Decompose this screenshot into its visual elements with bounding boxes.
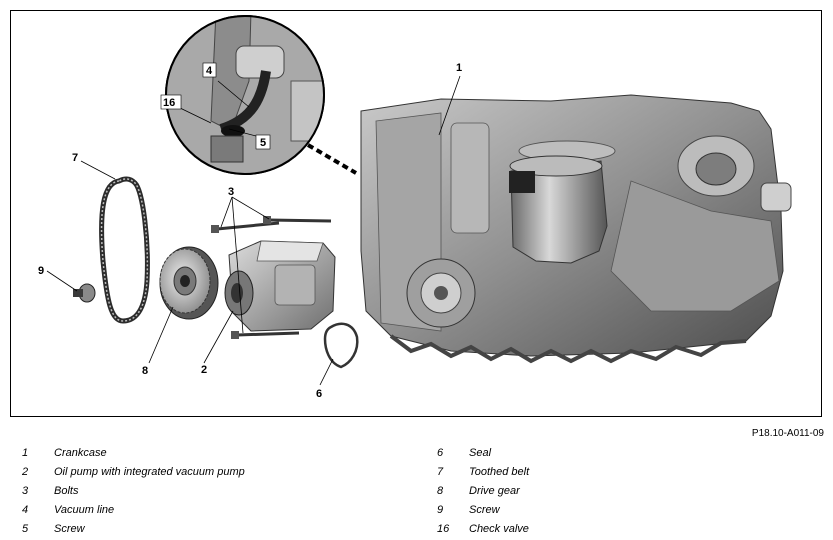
legend-item-label: Screw	[54, 523, 85, 535]
callout-9: 9	[38, 265, 44, 277]
legend-item: 5 Screw	[22, 520, 245, 539]
legend: 1 Crankcase 2 Oil pump with integrated vac…	[22, 444, 822, 536]
legend-item: 16 Check valve	[437, 520, 529, 539]
legend-item: 8 Drive gear	[437, 482, 529, 501]
legend-item: 3 Bolts	[22, 482, 245, 501]
callout-16: 16	[163, 97, 175, 109]
callout-2: 2	[201, 364, 207, 376]
legend-item-label: Toothed belt	[469, 466, 530, 478]
legend-item-number: 3	[22, 485, 29, 497]
legend-item-label: Oil pump with integrated vacuum pump	[54, 466, 245, 478]
legend-item-number: 5	[22, 523, 29, 535]
legend-column-right: 6 Seal 7 Toothed belt 8 Drive gear 9 Screw 1…	[437, 444, 529, 539]
exploded-view-illustration: 1 2 3 4 5 6 7 8 9 16	[38, 15, 792, 400]
legend-item-label: Vacuum line	[54, 504, 115, 516]
toothed-belt-illustration	[99, 176, 150, 324]
legend-item: 2 Oil pump with integrated vacuum pump	[22, 463, 245, 482]
detail-inset	[165, 15, 325, 175]
figure-id: P18.10-A011-09	[751, 428, 824, 439]
callout-8: 8	[142, 365, 148, 377]
callout-labels: 1 2 3 4 5 6 7 8 9 16	[38, 62, 462, 400]
callout-4: 4	[206, 65, 213, 77]
legend-item: 7 Toothed belt	[437, 463, 529, 482]
callout-5: 5	[260, 137, 266, 149]
callout-1: 1	[456, 62, 462, 74]
legend-item-number: 2	[22, 466, 29, 478]
bolts-illustration	[211, 216, 332, 339]
drive-gear-illustration	[159, 246, 219, 320]
callout-3: 3	[228, 186, 234, 198]
legend-item-number: 16	[437, 523, 450, 535]
oil-filter-housing	[509, 155, 608, 264]
screw-illustration	[73, 283, 96, 303]
legend-item-number: 7	[437, 466, 444, 478]
leader-lines	[46, 75, 461, 386]
legend-item-number: 1	[22, 447, 29, 459]
seal-illustration	[323, 322, 359, 369]
inset-leader-line	[306, 143, 358, 175]
legend-item-label: Check valve	[469, 523, 529, 535]
diagram-frame: 1 2 3 4 5 6 7 8 9 16	[10, 10, 822, 417]
legend-item-label: Screw	[469, 504, 500, 516]
legend-item: 1 Crankcase	[22, 444, 245, 463]
legend-item-label: Drive gear	[469, 485, 520, 497]
legend-item: 9 Screw	[437, 501, 529, 520]
legend-item: 6 Seal	[437, 444, 529, 463]
legend-item-label: Seal	[469, 447, 492, 459]
legend-column-left: 1 Crankcase 2 Oil pump with integrated vac…	[22, 444, 245, 539]
callout-7: 7	[72, 152, 78, 164]
legend-item-label: Bolts	[54, 485, 79, 497]
legend-item-number: 9	[437, 504, 444, 516]
callout-6: 6	[316, 388, 322, 400]
legend-item-number: 6	[437, 447, 444, 459]
legend-item-number: 8	[437, 485, 444, 497]
legend-item-label: Crankcase	[54, 447, 107, 459]
oil-pump-illustration	[224, 240, 336, 332]
legend-item: 4 Vacuum line	[22, 501, 245, 520]
legend-item-number: 4	[22, 504, 29, 516]
